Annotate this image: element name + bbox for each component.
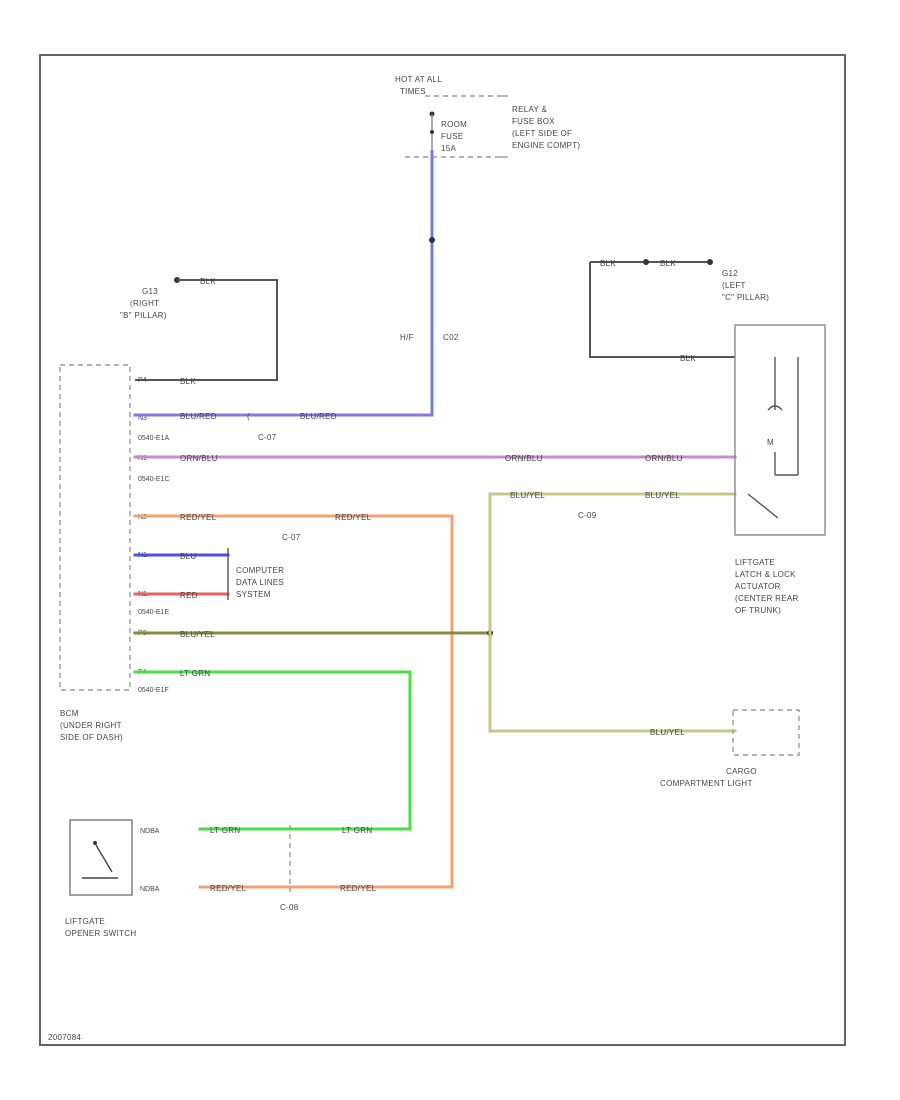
blu-yel-branch-wire bbox=[488, 492, 737, 733]
bcm-connector-e1f: 0540-E1F bbox=[138, 687, 169, 694]
g13-label-1: G13 bbox=[142, 287, 158, 296]
actuator-switch bbox=[747, 493, 779, 519]
lt-grn-wire bbox=[133, 670, 412, 831]
blu-yel-label-1: BLU/YEL bbox=[510, 491, 545, 500]
red-yel-label-3: RED/YEL bbox=[210, 884, 247, 893]
g12-label-2: (LEFT bbox=[722, 281, 746, 290]
c07-marker-a: ( bbox=[247, 412, 250, 421]
bcm-connector-e1c: 0540-E1C bbox=[138, 476, 170, 483]
data-lines-label-3: SYSTEM bbox=[236, 590, 271, 599]
relay-box-label-3: (LEFT SIDE OF bbox=[512, 129, 572, 138]
actuator-label-4: (CENTER REAR bbox=[735, 594, 799, 603]
liftgate-actuator: M LIFTGATE LATCH & LOCK ACTUATOR (CENTER… bbox=[734, 324, 826, 615]
red-yel-label-1: RED/YEL bbox=[180, 513, 217, 522]
fuse-label-3: 15A bbox=[441, 144, 456, 153]
hot-at-all-times-label-1: HOT AT ALL bbox=[395, 75, 442, 84]
c02-label: C02 bbox=[443, 333, 459, 342]
orn-blu-label-1: ORN/BLU bbox=[180, 454, 218, 463]
g12-ground-point bbox=[707, 259, 713, 265]
blu-red-label-2: BLU/RED bbox=[300, 412, 337, 421]
relay-box-label-4: ENGINE COMPT) bbox=[512, 141, 580, 150]
actuator-label-5: OF TRUNK) bbox=[735, 606, 781, 615]
c08-label: C-08 bbox=[280, 903, 299, 912]
g13-wire-color: BLK bbox=[200, 277, 216, 286]
bcm-pin-2: N3 bbox=[138, 415, 147, 422]
c02-pin-label: H/F bbox=[400, 333, 414, 342]
actuator-motor-icon: M bbox=[767, 438, 774, 447]
bcm-label-3: SIDE OF DASH) bbox=[60, 733, 123, 742]
bcm-connector-e1a: 0540-E1A bbox=[138, 435, 169, 442]
bcm-label-1: BCM bbox=[60, 709, 79, 718]
opener-switch-label-2: OPENER SWITCH bbox=[65, 929, 136, 938]
actuator-label-3: ACTUATOR bbox=[735, 582, 781, 591]
fuse-label-2: FUSE bbox=[441, 132, 464, 141]
actuator-outline bbox=[734, 324, 826, 536]
actuator-coil bbox=[767, 405, 783, 411]
relay-box-label-1: RELAY & bbox=[512, 105, 548, 114]
blu-data-label: BLU bbox=[180, 552, 196, 561]
orn-blu-label-3: ORN/BLU bbox=[645, 454, 683, 463]
g12-wire-color-3: BLK bbox=[680, 354, 696, 363]
bcm-outline bbox=[59, 364, 131, 691]
ground-g12: BLK BLK BLK G12 (LEFT "C" PILLAR) bbox=[589, 259, 769, 363]
actuator-label-1: LIFTGATE bbox=[735, 558, 775, 567]
data-lines-label-1: COMPUTER bbox=[236, 566, 284, 575]
ground-g13: G13 (RIGHT "B" PILLAR) BLK BLK bbox=[120, 277, 278, 386]
red-yel-wire bbox=[133, 514, 454, 889]
g12-wire-color-1: BLK bbox=[600, 259, 616, 268]
blu-yel-label-3: BLU/YEL bbox=[650, 728, 685, 737]
actuator-label-2: LATCH & LOCK bbox=[735, 570, 796, 579]
red-yel-label-4: RED/YEL bbox=[340, 884, 377, 893]
opener-switch-outline bbox=[69, 819, 133, 896]
switch-pivot bbox=[93, 841, 97, 845]
blu-yel-label-bcm: BLU/YEL bbox=[180, 630, 215, 639]
switch-pin-1: NDBA bbox=[140, 828, 160, 835]
red-yel-label-2: RED/YEL bbox=[335, 513, 372, 522]
switch-contact bbox=[95, 844, 113, 873]
g12-wire bbox=[589, 262, 735, 358]
figure-id: 2007084 bbox=[48, 1033, 81, 1042]
switch-pin-2: NDBA bbox=[140, 886, 160, 893]
g12-splice bbox=[643, 259, 649, 265]
fuse-terminal-mid bbox=[430, 130, 434, 134]
cargo-light-label-1: CARGO bbox=[726, 767, 757, 776]
lt-grn-label-2: LT GRN bbox=[210, 826, 240, 835]
lt-grn-label-3: LT GRN bbox=[342, 826, 372, 835]
bcm-label-2: (UNDER RIGHT bbox=[60, 721, 122, 730]
fuse-section: HOT AT ALL TIMES ROOM FUSE 15A RELAY & F… bbox=[395, 75, 580, 158]
bcm-pin-1: P4 bbox=[138, 377, 147, 384]
g13-label-2: (RIGHT bbox=[130, 299, 159, 308]
cargo-light-outline bbox=[732, 709, 800, 756]
splice-point bbox=[429, 237, 435, 243]
hot-at-all-times-label-2: TIMES bbox=[400, 87, 426, 96]
cargo-light-label-2: COMPARTMENT LIGHT bbox=[660, 779, 753, 788]
fuse-label-1: ROOM bbox=[441, 120, 467, 129]
bcm-connector-e1e: 0540-E1E bbox=[138, 609, 169, 616]
g13-label-3: "B" PILLAR) bbox=[120, 311, 167, 320]
red-data-label: RED bbox=[180, 591, 198, 600]
lt-grn-label-1: LT GRN bbox=[180, 669, 210, 678]
c07-label-b: C-07 bbox=[282, 533, 301, 542]
opener-switch-label-1: LIFTGATE bbox=[65, 917, 105, 926]
blu-yel-label-2: BLU/YEL bbox=[645, 491, 680, 500]
diagram-frame bbox=[39, 54, 846, 1046]
blu-red-label-1: BLU/RED bbox=[180, 412, 217, 421]
bcm-blk-wire-color: BLK bbox=[180, 377, 196, 386]
g13-wire bbox=[135, 279, 278, 381]
c07-label-a: C-07 bbox=[258, 433, 277, 442]
g12-wire-color-2: BLK bbox=[660, 259, 676, 268]
orn-blu-label-2: ORN/BLU bbox=[505, 454, 543, 463]
c09-label: C-09 bbox=[578, 511, 597, 520]
g12-label-3: "C" PILLAR) bbox=[722, 293, 769, 302]
relay-box-label-2: FUSE BOX bbox=[512, 117, 555, 126]
data-lines-label-2: DATA LINES bbox=[236, 578, 284, 587]
g12-label-1: G12 bbox=[722, 269, 738, 278]
